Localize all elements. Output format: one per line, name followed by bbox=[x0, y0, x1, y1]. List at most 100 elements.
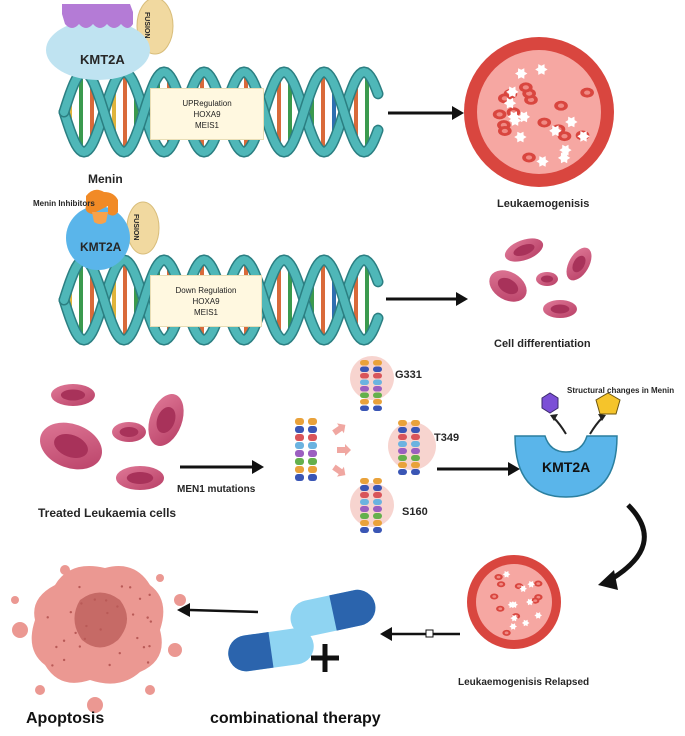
chromosome-band bbox=[360, 373, 369, 379]
hoxa9-line-top: HOXA9 bbox=[193, 109, 221, 119]
chromosome-band bbox=[398, 462, 407, 468]
leukaemia-cell-large bbox=[464, 37, 614, 187]
blood-cell bbox=[536, 272, 558, 286]
apoptotic-debris bbox=[35, 685, 45, 695]
kmt2a-circle-middle bbox=[66, 206, 130, 270]
red-cell-center bbox=[526, 91, 533, 96]
blood-cell-center bbox=[126, 472, 154, 484]
apoptotic-speckle bbox=[69, 610, 73, 614]
hoxa9-line-middle: HOXA9 bbox=[192, 296, 220, 306]
apoptotic-speckle bbox=[131, 613, 135, 616]
chromosome-band bbox=[360, 379, 369, 385]
apoptotic-speckle bbox=[78, 585, 81, 589]
chromosome bbox=[398, 420, 407, 475]
arrow-to-differentiation bbox=[386, 292, 468, 306]
blood-cell bbox=[543, 300, 577, 318]
arrow-to-leukaemogenisis bbox=[388, 106, 464, 120]
apoptotic-speckle bbox=[106, 611, 109, 615]
leukaemogenisis-relapsed-label: Leukaemogenisis Relapsed bbox=[458, 677, 590, 688]
chromosome-band bbox=[411, 420, 420, 426]
red-cell-center bbox=[501, 128, 508, 134]
chromosome bbox=[295, 418, 304, 481]
cell-differentiation-label: Cell differentiation bbox=[494, 338, 591, 350]
red-cell-center bbox=[501, 96, 508, 101]
chromosome bbox=[373, 478, 382, 533]
apoptotic-debris bbox=[11, 596, 19, 604]
curved-arrow-down bbox=[598, 503, 647, 590]
chromosome-band bbox=[360, 527, 369, 533]
white-blast-cell bbox=[502, 571, 511, 578]
red-cell-center bbox=[522, 85, 529, 90]
upregulation-line: UPRegulation bbox=[182, 98, 232, 108]
apoptotic-speckle bbox=[99, 628, 102, 631]
chromosome-band bbox=[398, 455, 407, 461]
chromosome-band bbox=[308, 418, 317, 425]
apoptotic-speckle bbox=[116, 605, 119, 608]
kmt2a-cup-label: KMT2A bbox=[542, 459, 591, 475]
blood-cell-center bbox=[513, 243, 535, 257]
hexagon-shape bbox=[541, 392, 559, 414]
arrow-to-therapy bbox=[380, 627, 460, 641]
apoptotic-cell bbox=[11, 565, 186, 713]
white-blast-cell bbox=[536, 156, 549, 167]
chromosome-band bbox=[411, 469, 420, 475]
chromosome-band bbox=[295, 426, 304, 433]
blood-cell bbox=[566, 247, 592, 281]
white-blast-cell bbox=[559, 144, 572, 156]
leukaemogenisis-label: Leukaemogenisis bbox=[497, 198, 590, 210]
chromosome-band bbox=[373, 379, 382, 385]
chromosome-band bbox=[398, 420, 407, 426]
apoptotic-speckle bbox=[149, 620, 153, 623]
chromosome-band bbox=[398, 434, 407, 440]
red-cell-center bbox=[492, 595, 497, 598]
chromosome-band bbox=[308, 466, 317, 473]
apoptotic-debris bbox=[156, 574, 164, 582]
white-blast-cell bbox=[534, 612, 542, 619]
red-cell-center bbox=[496, 112, 503, 117]
plus-icon bbox=[311, 644, 339, 672]
chromosome-band bbox=[308, 434, 317, 441]
fusion-label-middle: FUSION bbox=[132, 214, 139, 241]
apoptosis-label: Apoptosis bbox=[26, 710, 105, 727]
chromosome bbox=[360, 478, 369, 533]
chromosome-band bbox=[360, 492, 369, 498]
apoptotic-speckle bbox=[120, 585, 124, 588]
blood-cell-center bbox=[550, 304, 570, 314]
chromosome-band bbox=[373, 499, 382, 505]
chromosome-band bbox=[308, 474, 317, 481]
red-cell-center bbox=[498, 607, 503, 611]
white-blast-cell bbox=[535, 64, 548, 75]
apoptotic-debris bbox=[168, 643, 182, 657]
chromosome-band bbox=[295, 418, 304, 425]
apoptotic-speckle bbox=[80, 602, 83, 605]
white-blast-cell bbox=[521, 619, 530, 627]
kmt2a-fusion-complex-middle bbox=[66, 189, 160, 270]
meis1-line-top: MEIS1 bbox=[194, 120, 219, 130]
chromosome-band bbox=[295, 442, 304, 449]
red-cell-center bbox=[536, 595, 541, 599]
kmt2a-label-top: KMT2A bbox=[80, 52, 125, 67]
arrow-to-mutations bbox=[180, 460, 264, 474]
pentagon-shape bbox=[595, 392, 621, 415]
chromosome-band bbox=[360, 485, 369, 491]
apoptotic-debris bbox=[87, 697, 103, 713]
apoptotic-speckle bbox=[128, 586, 132, 589]
blood-cell-center bbox=[54, 434, 88, 458]
apoptotic-speckle bbox=[146, 616, 149, 619]
apoptotic-debris bbox=[174, 594, 186, 606]
chromosome-band bbox=[411, 455, 420, 461]
blood-cell bbox=[504, 238, 544, 262]
small-arrow-icon bbox=[337, 444, 351, 456]
blood-cell bbox=[112, 422, 146, 442]
blood-cell bbox=[148, 394, 184, 446]
apoptotic-speckle bbox=[74, 631, 77, 635]
blood-cell-center bbox=[119, 427, 139, 437]
arrow-to-kmt2a-cup bbox=[437, 462, 520, 476]
red-cell-center bbox=[527, 97, 535, 102]
white-blast-cell bbox=[509, 623, 517, 630]
fusion-label-top: FUSION bbox=[143, 12, 150, 39]
red-cell-center bbox=[541, 120, 548, 125]
kmt2a-cup bbox=[514, 392, 621, 498]
white-blast-cell bbox=[577, 131, 590, 142]
chromosome-band bbox=[411, 434, 420, 440]
